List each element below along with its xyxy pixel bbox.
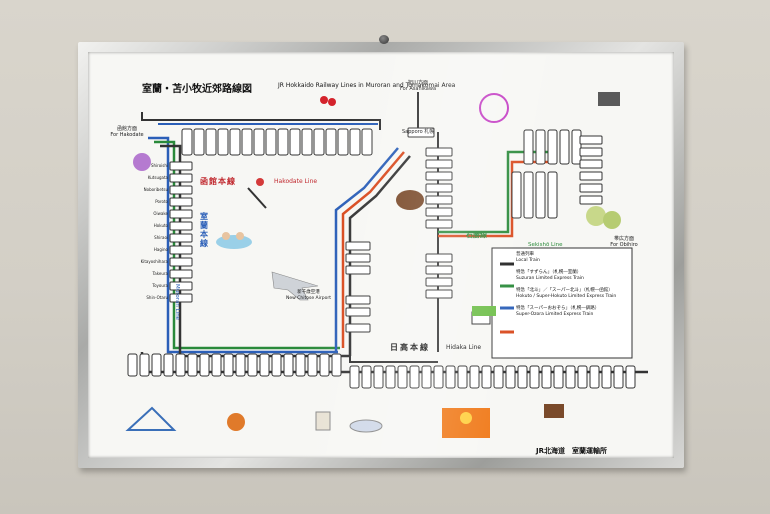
footer-credit: JR北海道 室蘭運輸所 (536, 447, 607, 455)
legend-item-jp: 特急「北斗」／「スーパー北斗」（札幌―函館） (516, 288, 613, 293)
hakodate-line-label-en: Hakodate Line (274, 178, 318, 185)
airport-label: 新千歳空港 New Chitose Airport (286, 290, 331, 302)
station-label: Kutsugata (147, 175, 168, 180)
muroran-line-label-en: Muroran Line (174, 284, 180, 321)
top-station-row (181, 128, 373, 156)
sekisho-line-label-en: Sekishō Line (528, 242, 563, 248)
legend-item-en: Suzuran Limited Express Train (516, 275, 584, 281)
legend-item-jp: 普通列車 (516, 252, 534, 257)
hakodate-direction-en: For Hakodate (110, 132, 144, 138)
station-label: Kitayoshihara (140, 259, 168, 264)
ferris-wheel-icon (479, 93, 509, 123)
station-label: Shin-Otaru (146, 295, 168, 300)
legend-item-jp: 特急「スーパーおおぞら」（札幌―釧路） (516, 306, 600, 311)
station-label: Poroto (155, 199, 168, 204)
legend-item-jp: 特急「すずらん」（札幌―室蘭） (516, 270, 582, 275)
sapporo-label-en: Sapporo (402, 129, 423, 135)
legend-item-en: Local Train (516, 257, 540, 263)
hakodate-direction: 函館方面 For Hakodate (108, 126, 146, 138)
left-station-column (169, 161, 193, 303)
legend-item: 特急「北斗」／「スーパー北斗」（札幌―函館）Hokuto / Super-Hok… (516, 288, 630, 299)
station-label: Shiraoi (154, 235, 168, 240)
railway-map (125, 92, 648, 438)
legend-item-en: Hokuto / Super-Hokuto Limited Express Tr… (516, 293, 617, 299)
asahikawa-direction-en: For Asahikawa (399, 86, 437, 92)
sekisho-stations (511, 129, 603, 219)
station-label: Takeura (152, 271, 169, 276)
station-label: Oiwake (153, 211, 168, 216)
illustrations (125, 92, 621, 438)
hakodate-direction-jp: 函館方面 (116, 126, 137, 132)
legend-item: 特急「すずらん」（札幌―室蘭）Suzuran Limited Express T… (516, 270, 630, 281)
legend-item-en: Super-Ozora Limited Express Train (516, 311, 594, 317)
right-station-column (345, 127, 453, 333)
sapporo-station: Sapporo 札幌 (402, 128, 434, 135)
obihiro-direction-jp: 帯広方面 (613, 236, 634, 242)
airport-label-jp: 新千歳空港 (297, 290, 320, 295)
sapporo-label-jp: 札幌 (424, 129, 435, 135)
map-title-en: JR Hokkaido Railway Lines in Muroran and… (278, 82, 456, 89)
obihiro-direction: 帯広方面 For Obihiro (604, 236, 644, 248)
station-label: Noboribetsu (143, 187, 168, 192)
muroran-line-label-jp: 室蘭本線 (200, 212, 208, 248)
obihiro-direction-en: For Obihiro (610, 242, 638, 248)
hidaka-line-label-jp: 日高本線 (390, 343, 430, 352)
sekisho-line-label-jp: 石勝線 (466, 231, 487, 239)
airport-label-en: New Chitose Airport (286, 296, 331, 301)
bridge-icon (125, 406, 177, 431)
map-title-jp: 室蘭・苫小牧近郊路線図 (142, 84, 252, 95)
map-poster: 室蘭・苫小牧近郊路線図 JR Hokkaido Railway Lines in… (88, 52, 674, 458)
station-label: Hagino (153, 247, 168, 252)
station-label: Toyoura (152, 283, 168, 288)
picture-frame: 室蘭・苫小牧近郊路線図 JR Hokkaido Railway Lines in… (78, 42, 684, 468)
hakodate-line-label-jp: 函館本線 (200, 177, 236, 186)
hidaka-line-label-en: Hidaka Line (446, 344, 482, 351)
bottom-station-row (127, 353, 636, 389)
station-label: Shiroishi (150, 163, 168, 168)
wall-pin (379, 35, 389, 44)
legend-box (491, 247, 633, 359)
asahikawa-direction-jp: 旭川方面 (407, 80, 428, 86)
legend-item: 特急「スーパーおおぞら」（札幌―釧路）Super-Ozora Limited E… (516, 306, 630, 317)
asahikawa-direction: 旭川方面 For Asahikawa (398, 80, 438, 92)
station-label: Hokuto (153, 223, 168, 228)
